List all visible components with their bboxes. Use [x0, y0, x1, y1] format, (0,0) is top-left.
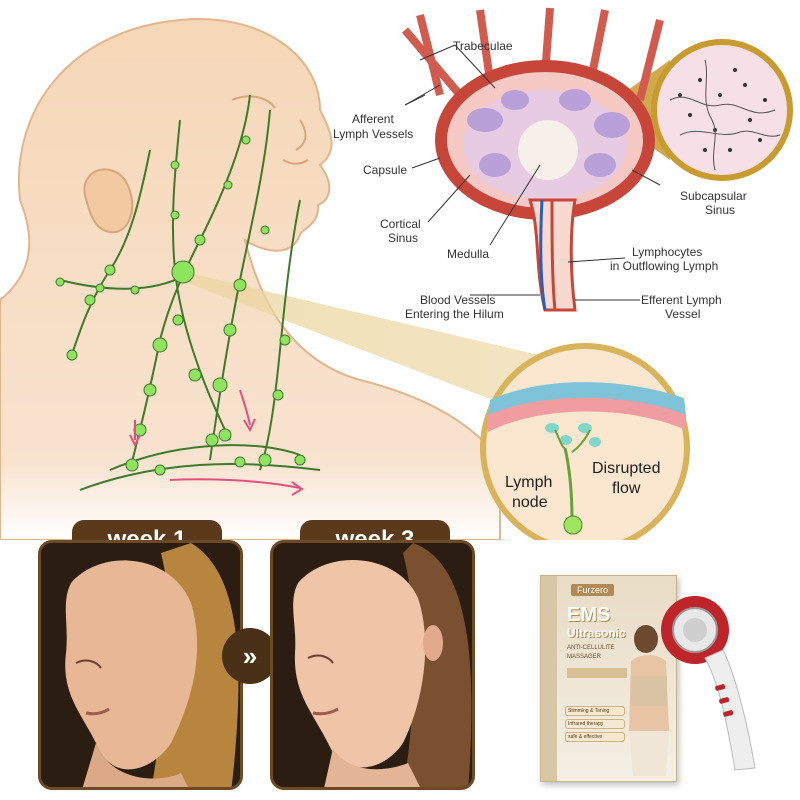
week-3-face — [273, 543, 472, 787]
label-blood-2: Entering the Hilum — [405, 307, 504, 321]
label-disrupted-2: flow — [612, 480, 641, 497]
zoom-beam — [185, 272, 560, 420]
product-title-1: EMS — [567, 604, 611, 626]
before-after-arrow: » — [222, 628, 278, 684]
feature-item: Infrared therapy — [565, 719, 625, 729]
product-brand: Furzero — [571, 584, 615, 596]
week-3-photo — [270, 540, 475, 790]
label-efferent-1: Efferent Lymph — [641, 293, 722, 307]
disrupted-flow-callout: Lymph node Disrupted flow — [480, 343, 690, 540]
week-1-photo — [38, 540, 243, 790]
lymph-node-diagram: Trabeculae Afferent Lymph Vessels Capsul… — [333, 7, 793, 321]
label-lymph-node-2: node — [512, 494, 548, 511]
label-afferent-1: Afferent — [352, 112, 394, 126]
label-blood-1: Blood Vessels — [420, 293, 495, 307]
head-silhouette — [0, 18, 501, 540]
product-box: Furzero EMS Ultrasonic ANTI-CELLULITE MA… — [540, 575, 677, 782]
neck-lymph-illustration: Trabeculae Afferent Lymph Vessels Capsul… — [0, 7, 793, 540]
feature-item: Slimming & Toning — [565, 706, 625, 716]
product-subtitle-1: ANTI-CELLULITE — [567, 645, 615, 651]
label-efferent-2: Vessel — [665, 307, 700, 321]
label-trabeculae: Trabeculae — [453, 39, 513, 53]
label-subcapsular-2: Sinus — [705, 203, 735, 217]
label-disrupted-1: Disrupted — [592, 460, 660, 477]
product-features: Slimming & Toning Infrared therapy safe … — [565, 706, 625, 742]
feature-item: safe & effective — [565, 732, 625, 742]
label-cortical-2: Sinus — [388, 231, 418, 245]
label-lymphocytes-1: Lymphocytes — [632, 245, 702, 259]
flow-arrows — [129, 389, 304, 496]
tissue-magnifier — [651, 39, 793, 181]
label-capsule: Capsule — [363, 163, 407, 177]
week-1-face — [41, 543, 240, 787]
product-subtitle-2: MASSAGER — [567, 654, 602, 660]
lymph-nodes — [55, 135, 306, 476]
label-medulla: Medulla — [447, 247, 489, 261]
label-cortical-1: Cortical — [380, 217, 421, 231]
product-model-figure — [629, 625, 669, 776]
label-subcapsular-1: Subcapsular — [680, 189, 747, 203]
label-lymph-node-1: Lymph — [505, 474, 552, 491]
label-afferent-2: Lymph Vessels — [333, 127, 413, 141]
product-title-2: Ultrasonic — [567, 626, 626, 640]
ear — [83, 168, 134, 234]
massager-device — [661, 596, 756, 771]
label-lymphocytes-2: in Outflowing Lymph — [610, 259, 718, 273]
